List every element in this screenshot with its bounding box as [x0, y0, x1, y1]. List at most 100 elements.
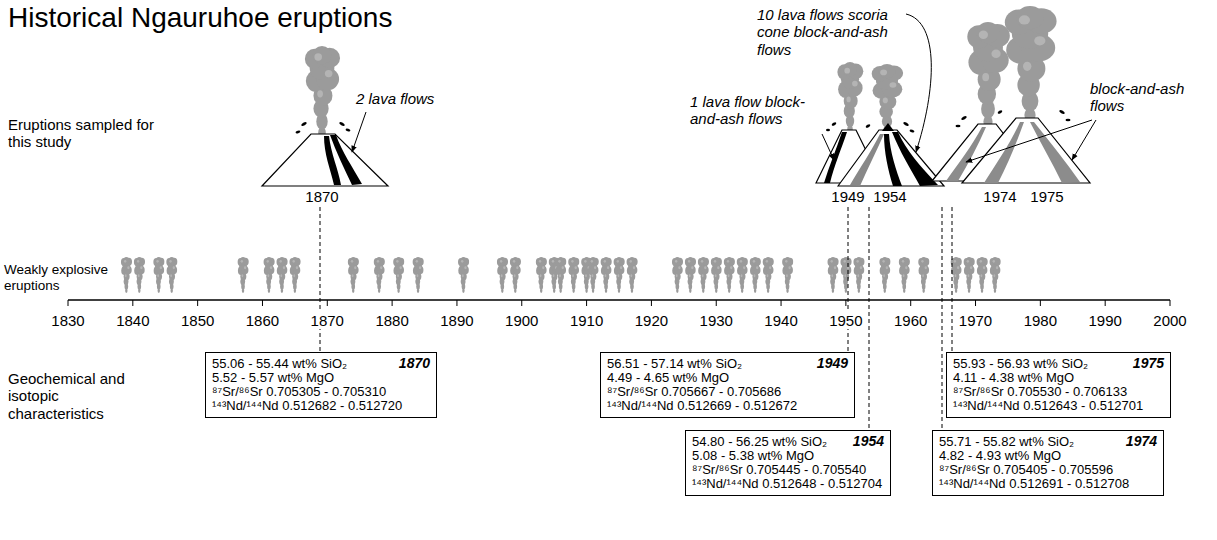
axis-tick [392, 300, 393, 306]
data-line: 5.08 - 5.38 wt% MgO [692, 449, 884, 463]
weak-eruption-icon [782, 257, 793, 293]
axis-label: 1960 [892, 312, 929, 329]
axis-tick [1105, 300, 1106, 306]
weak-eruption-icon [964, 257, 975, 293]
data-line: ¹⁴³Nd/¹⁴⁴Nd 0.512691 - 0.512708 [939, 477, 1157, 491]
title: Historical Ngauruhoe eruptions [8, 2, 392, 34]
row-label: Eruptions sampled for this study [8, 116, 163, 151]
dashed-leader [320, 207, 321, 352]
weak-eruption-icon [853, 257, 864, 293]
year-heading: 1975 [1133, 356, 1164, 370]
axis-tick [327, 300, 328, 306]
axis-label: 1900 [503, 312, 540, 329]
axis-tick [197, 300, 198, 306]
block-and-ash-flow [984, 122, 1024, 183]
axis-tick [781, 300, 782, 306]
weak-eruption-icon [277, 257, 288, 293]
data-line: ¹⁴³Nd/¹⁴⁴Nd 0.512648 - 0.512704 [692, 477, 884, 491]
axis-label: 1930 [698, 312, 735, 329]
data-line: 55.93 - 56.93 wt% SiO₂ [953, 357, 1088, 371]
axis-label: 1920 [633, 312, 670, 329]
eruption-year: 1974 [983, 188, 1016, 205]
annotation-label: 1 lava flow block-and-ash flows [690, 93, 835, 128]
axis-tick [975, 300, 976, 306]
lava-flow [824, 132, 847, 183]
weak-eruption-icon [166, 257, 177, 293]
volcanic-bombs [997, 109, 1070, 121]
axis-tick [456, 300, 457, 306]
leader-arrow [352, 112, 366, 152]
eruption-year: 1954 [873, 188, 906, 205]
data-line: 4.11 - 4.38 wt% MgO [953, 371, 1164, 385]
weak-eruption-icon [588, 257, 599, 293]
axis-label: 1990 [1086, 312, 1123, 329]
eruption-year: 1870 [305, 188, 338, 205]
weak-eruption-icon [348, 257, 359, 293]
data-line: 5.52 - 5.57 wt% MgO [212, 371, 430, 385]
weak-eruption-icon [711, 257, 722, 293]
eruption-year: 1949 [831, 188, 864, 205]
volcanic-bombs [865, 121, 915, 133]
axis-tick [132, 300, 133, 306]
axis-tick [262, 300, 263, 306]
weak-eruption-icon [568, 257, 579, 293]
data-line: ¹⁴³Nd/¹⁴⁴Nd 0.512643 - 0.512701 [953, 399, 1164, 413]
weak-eruption-icon [750, 257, 761, 293]
axis-label: 1890 [438, 312, 475, 329]
axis-line [68, 299, 1170, 301]
year-heading: 1949 [817, 356, 848, 370]
weak-eruption-icon [238, 257, 249, 293]
data-line: ⁸⁷Sr/⁸⁶Sr 0.705530 - 0.706133 [953, 385, 1164, 399]
weak-eruption-icon [536, 257, 547, 293]
weak-eruption-icon [458, 257, 469, 293]
axis-label: 1840 [114, 312, 151, 329]
axis-tick [716, 300, 717, 306]
dashed-leader [848, 207, 849, 352]
axis-label: 2000 [1151, 312, 1188, 329]
axis-label: 1980 [1022, 312, 1059, 329]
data-line: ⁸⁷Sr/⁸⁶Sr 0.705667 - 0.705686 [607, 385, 848, 399]
axis-label: 1880 [373, 312, 410, 329]
row-label: Geochemical and isotopic characteristics [8, 370, 148, 422]
volcanic-bombs [295, 121, 351, 134]
data-box: 194956.51 - 57.14 wt% SiO₂4.49 - 4.65 wt… [600, 352, 855, 418]
weak-eruption-icon [724, 257, 735, 293]
weak-eruption-icon [899, 257, 910, 293]
weak-eruption-icon [918, 257, 929, 293]
eruption-plume [305, 46, 340, 138]
data-line: ⁸⁷Sr/⁸⁶Sr 0.705405 - 0.705596 [939, 463, 1157, 477]
data-line: 4.49 - 4.65 wt% MgO [607, 371, 848, 385]
weak-eruption-icon [374, 257, 385, 293]
volcano-cone [838, 130, 944, 186]
weak-eruption-icon [763, 257, 774, 293]
scoria-cone [882, 123, 894, 131]
year-heading: 1974 [1126, 434, 1157, 448]
lava-flow [884, 134, 902, 186]
data-line: ⁸⁷Sr/⁸⁶Sr 0.705445 - 0.705540 [692, 463, 884, 477]
volcano-cone [262, 134, 388, 186]
annotation-label: block-and-ash flows [1090, 80, 1198, 115]
data-line: ¹⁴³Nd/¹⁴⁴Nd 0.512669 - 0.512672 [607, 399, 848, 413]
weak-eruption-icon [879, 257, 890, 293]
axis-tick [68, 300, 69, 306]
weak-eruption-icon [672, 257, 683, 293]
axis-label: 1860 [244, 312, 281, 329]
data-line: 54.80 - 56.25 wt% SiO₂ [692, 435, 827, 449]
data-line: 4.82 - 4.93 wt% MgO [939, 449, 1157, 463]
weak-eruption-icon [614, 257, 625, 293]
annotation-label: 2 lava flows [356, 90, 434, 107]
axis-label: 1850 [179, 312, 216, 329]
axis-label: 1870 [309, 312, 346, 329]
axis-tick [651, 300, 652, 306]
weak-eruption-icon [289, 257, 300, 293]
eruption-plume [872, 64, 903, 134]
weak-eruption-icon [977, 257, 988, 293]
axis-label: 1940 [762, 312, 799, 329]
leader-arrow [966, 120, 1092, 162]
leader-arrow [1072, 120, 1096, 160]
weak-eruption-icon [555, 257, 566, 293]
leader-arrow [906, 14, 931, 152]
axis-label: 1910 [568, 312, 605, 329]
year-heading: 1870 [399, 356, 430, 370]
axis-tick [1040, 300, 1041, 306]
